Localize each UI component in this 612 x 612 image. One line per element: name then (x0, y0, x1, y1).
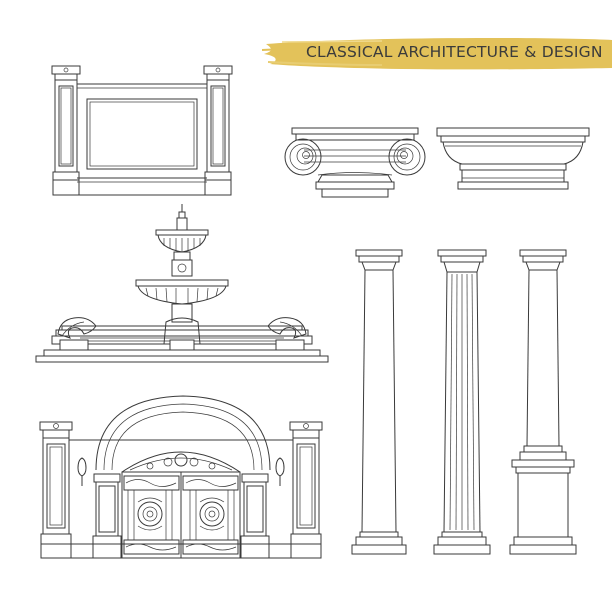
fluted-column-drawing (433, 249, 491, 555)
plain-column-drawing (351, 249, 407, 555)
fountain-drawing (35, 204, 329, 363)
tuscan-capital-drawing (436, 127, 590, 190)
banner-title: CLASSICAL ARCHITECTURE & DESIGN (306, 43, 603, 61)
pedestal-column-drawing (509, 249, 577, 555)
gate-drawing (39, 395, 323, 559)
ionic-capital-drawing (284, 127, 426, 198)
gold-brush-stroke (262, 38, 612, 70)
wall-panel-drawing (51, 65, 233, 196)
